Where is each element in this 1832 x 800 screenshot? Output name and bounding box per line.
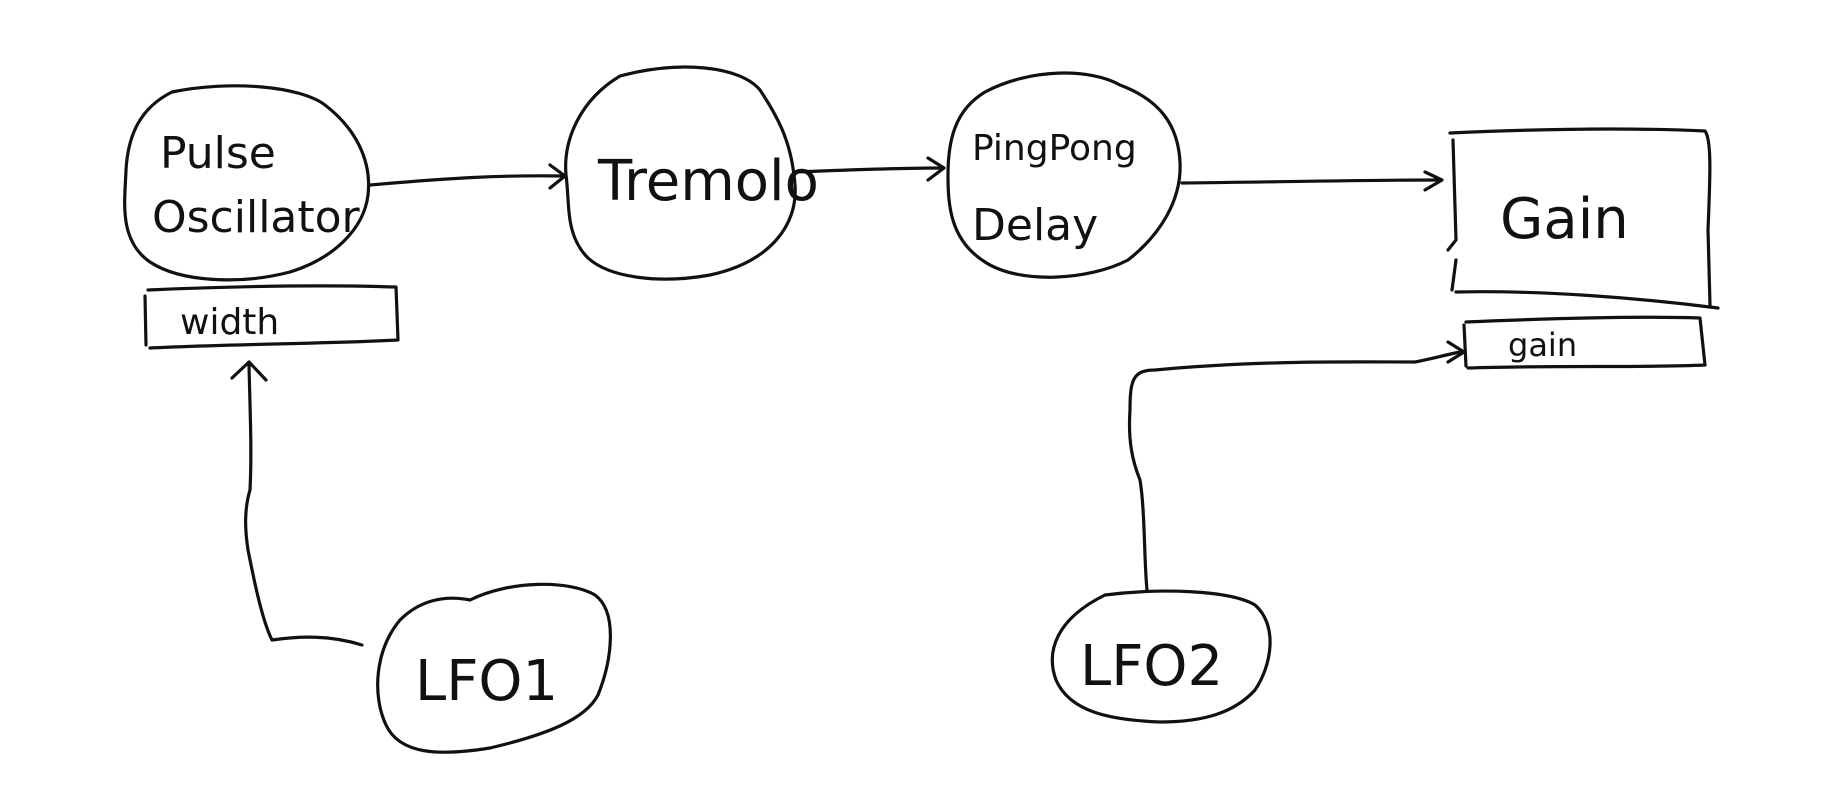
node-lfo2[interactable]: LFO2 xyxy=(1050,589,1272,724)
param-width[interactable]: width xyxy=(143,284,400,350)
node-pulse-oscillator-label-line2: Oscillator xyxy=(152,192,361,243)
edge-pingpong-to-gain-line xyxy=(1180,178,1442,185)
edge-tremolo-to-pingpong xyxy=(793,156,946,182)
edge-pingpong-to-gain xyxy=(1180,170,1444,192)
node-lfo1[interactable]: LFO1 xyxy=(376,582,612,754)
edge-pulse-to-tremolo-line xyxy=(368,174,564,187)
node-pulse-oscillator-label-line1: Pulse xyxy=(160,128,276,179)
node-gain[interactable]: Gain xyxy=(1446,127,1720,310)
edge-pingpong-to-gain-arrowhead xyxy=(1423,170,1444,192)
node-pingpong-delay-label-line1: PingPong xyxy=(972,128,1137,169)
node-pingpong-delay[interactable]: PingPong Delay xyxy=(946,71,1182,279)
edge-lfo2-to-gain-param xyxy=(1127,340,1466,592)
node-pingpong-delay-label-line2: Delay xyxy=(972,200,1098,251)
node-lfo1-outline xyxy=(376,582,612,754)
node-lfo1-label: LFO1 xyxy=(415,649,558,714)
node-pingpong-delay-outline xyxy=(946,71,1182,279)
node-pulse-oscillator-outline xyxy=(123,84,371,282)
node-tremolo-label: Tremolo xyxy=(597,149,819,214)
edge-lfo1-to-width-arrowhead xyxy=(230,360,268,382)
node-pulse-oscillator[interactable]: Pulse Oscillator xyxy=(123,84,371,282)
param-width-label: width xyxy=(180,302,279,343)
node-gain-outline xyxy=(1446,127,1720,310)
param-width-outline xyxy=(143,284,400,350)
edge-pulse-to-tremolo-arrowhead xyxy=(548,163,567,190)
param-gain-label: gain xyxy=(1508,326,1577,364)
edge-lfo1-to-width xyxy=(230,360,364,647)
edge-lfo2-to-gain-param-arrowhead xyxy=(1446,340,1466,364)
node-lfo2-label: LFO2 xyxy=(1080,634,1223,699)
node-gain-label: Gain xyxy=(1500,187,1629,252)
node-lfo2-outline xyxy=(1050,589,1272,724)
edge-tremolo-to-pingpong-arrowhead xyxy=(926,156,946,182)
edge-lfo1-to-width-line xyxy=(244,363,364,647)
edge-tremolo-to-pingpong-line xyxy=(793,166,944,174)
param-gain[interactable]: gain xyxy=(1462,315,1707,370)
edge-pulse-to-tremolo xyxy=(368,163,567,190)
param-gain-outline xyxy=(1462,315,1707,370)
node-tremolo[interactable]: Tremolo xyxy=(564,65,819,281)
edge-lfo2-to-gain-param-line xyxy=(1127,350,1462,592)
